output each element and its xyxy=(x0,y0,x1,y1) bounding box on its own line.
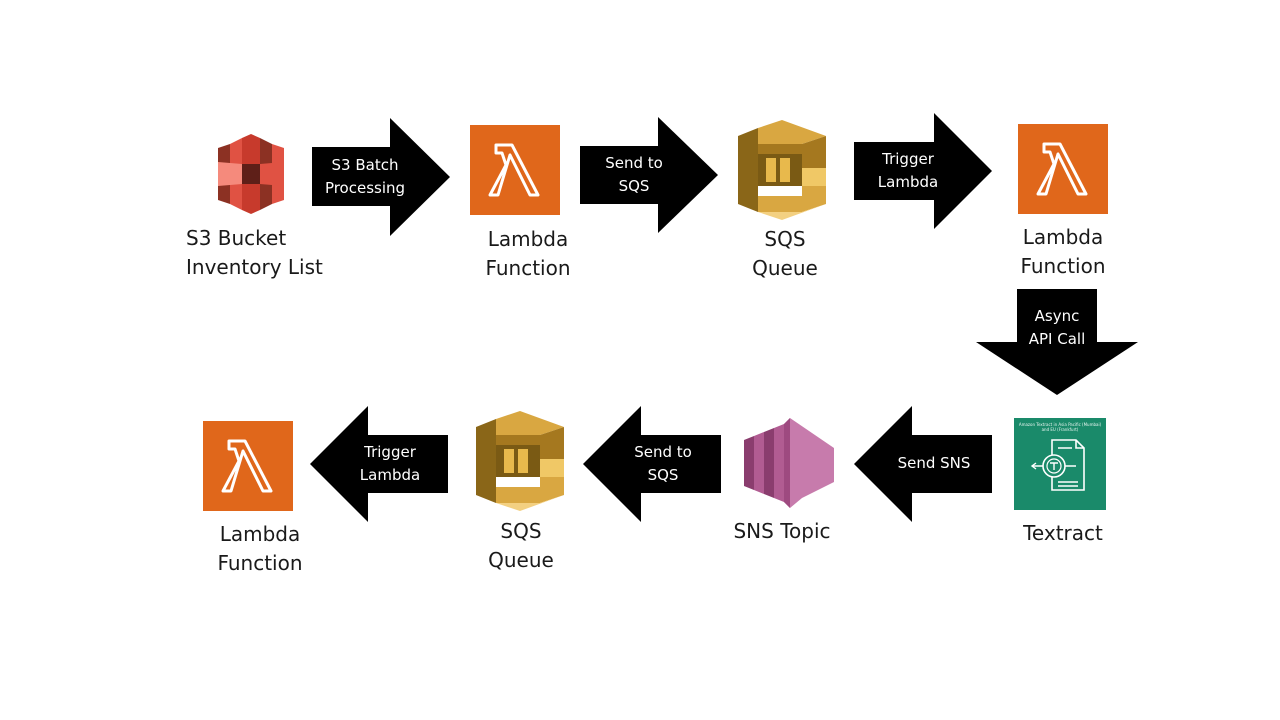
arrow-label-trigger-lambda-2: Trigger Lambda xyxy=(359,443,421,484)
s3-bucket-node xyxy=(218,134,284,214)
arrow-label-s3-batch-processing: S3 Batch Processing xyxy=(324,156,406,197)
lambda-function-node-2 xyxy=(1018,124,1108,214)
textract-icon-caption: Amazon Textract in Asia Pacific (Mumbai)… xyxy=(1018,422,1102,432)
sns-topic-node xyxy=(744,418,834,508)
textract-node: Amazon Textract in Asia Pacific (Mumbai)… xyxy=(1014,418,1106,510)
lambda-icon xyxy=(203,421,293,511)
lambda-function-label-2: Lambda Function xyxy=(1020,225,1106,278)
arrow-label-send-sns: Send SNS xyxy=(897,454,971,472)
lambda-function-label-3: Lambda Function xyxy=(217,522,303,575)
arrow-label-trigger-lambda-1: Trigger Lambda xyxy=(877,150,939,191)
textract-label: Textract xyxy=(1023,521,1103,545)
lambda-function-node-1 xyxy=(470,125,560,215)
textract-icon xyxy=(1014,418,1106,510)
sqs-queue-icon xyxy=(738,120,826,220)
lambda-function-node-3 xyxy=(203,421,293,511)
sqs-queue-label-2: SQS Queue xyxy=(488,519,554,572)
arrow-label-send-to-sqs-2: Send to SQS xyxy=(634,443,692,484)
s3-bucket-label: S3 Bucket Inventory List xyxy=(186,226,323,279)
s3-bucket-icon xyxy=(218,134,284,214)
sqs-queue-node-2 xyxy=(476,411,564,511)
arrow-send-to-sqs-2: Send to SQS xyxy=(583,406,721,522)
lambda-icon xyxy=(470,125,560,215)
arrow-label-async-api-call: Async API Call xyxy=(1028,307,1086,348)
arrow-trigger-lambda-1: Trigger Lambda xyxy=(854,113,992,229)
arrow-label-send-to-sqs-1: Send to SQS xyxy=(605,154,663,195)
sqs-queue-label-1: SQS Queue xyxy=(752,227,818,280)
arrow-send-sns: Send SNS xyxy=(854,406,992,522)
arrow-async-api-call: Async API Call xyxy=(976,289,1138,395)
lambda-icon xyxy=(1018,124,1108,214)
sns-topic-label: SNS Topic xyxy=(733,519,831,543)
sqs-queue-node-1 xyxy=(738,120,826,220)
sns-topic-icon xyxy=(744,418,834,508)
sqs-queue-icon xyxy=(476,411,564,511)
arrow-send-to-sqs-1: Send to SQS xyxy=(580,117,718,233)
lambda-function-label-1: Lambda Function xyxy=(485,227,571,280)
arrow-trigger-lambda-2: Trigger Lambda xyxy=(310,406,448,522)
arrow-s3-batch-processing: S3 Batch Processing xyxy=(312,118,450,236)
